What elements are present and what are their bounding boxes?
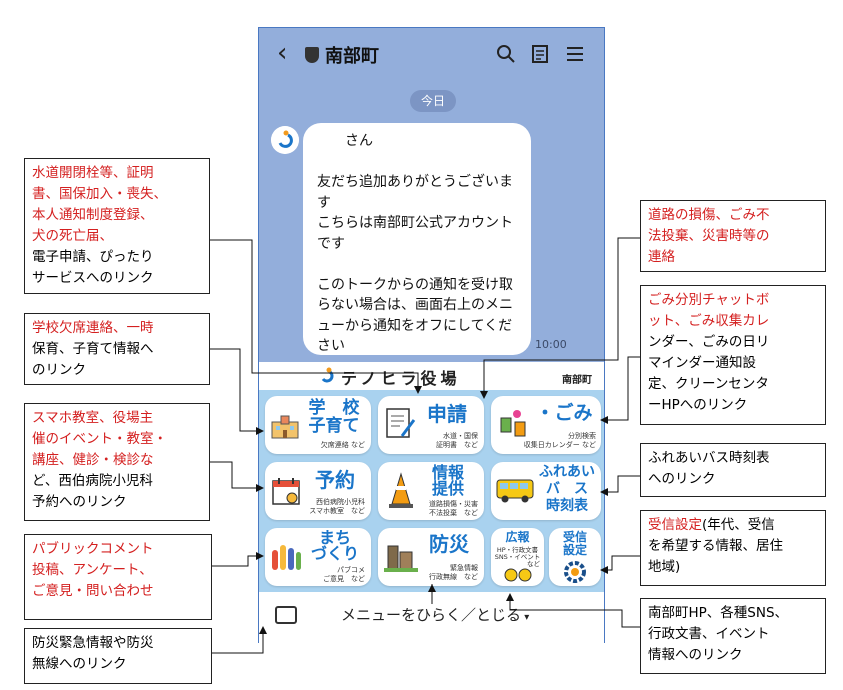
tile-community-sub1: パブコメ [337, 566, 365, 574]
bus-icon [496, 479, 534, 503]
tile-school-title1: 学 校 [308, 398, 360, 418]
chat-title-group: 南部町 [305, 42, 379, 68]
tile-community-sub2: ご意見 など [323, 575, 365, 583]
menu-tile-notification-settings[interactable]: 受信 設定 [549, 528, 601, 586]
account-avatar-icon[interactable] [271, 126, 299, 154]
note-reservation: スマホ教室、役場主催のイベント・教室・講座、健診・検診な ど、西伯病院小児科予約… [24, 403, 210, 521]
chat-title: 南部町 [325, 46, 379, 67]
date-pill: 今日 [410, 90, 456, 112]
menu-tile-community[interactable]: まち づくり パブコメ ご意見 など [265, 528, 371, 586]
message-time: 10:00 [535, 338, 567, 351]
tile-community-title1: まち [318, 528, 351, 547]
gear-icon [564, 561, 586, 583]
rich-menu-grid: 学 校 子育て 欠席連絡 など 申請 水道・国保 証明書 など ・ごみ 分別検索… [259, 390, 604, 592]
note-settings: 受信設定(年代、受信 を希望する情報、居住地域) [640, 510, 826, 586]
note-garbage: ごみ分別チャットボット、ごみ収集カレ ンダー、ごみの日リマインダー通知設定、クリ… [640, 285, 826, 425]
tile-bus-title2: バ ス [546, 481, 588, 497]
hamburger-menu-icon[interactable] [565, 44, 585, 64]
keyboard-icon[interactable] [275, 606, 297, 624]
note-pr: 南部町HP、各種SNS、行政文書、イベント情報へのリンク [640, 598, 826, 674]
traffic-cone-icon [389, 472, 413, 508]
chat-header: ‹ 南部町 [259, 28, 604, 82]
menu-tile-garbage[interactable]: ・ごみ 分別検索 収集日カレンダー など [491, 396, 601, 454]
tile-garbage-title: ・ごみ [535, 402, 593, 424]
tile-pr-sub1: HP・行政文書 [496, 546, 539, 554]
tile-school-sub: 欠席連絡 など [320, 441, 365, 449]
menu-tile-pr[interactable]: 広報 HP・行政文書 SNS・イベント など [491, 528, 544, 586]
tile-application-sub1: 水道・国保 [443, 432, 478, 440]
tile-bus-title1: ふれあい [539, 464, 595, 480]
tile-disaster-sub1: 緊急情報 [450, 564, 478, 572]
tile-settings-title1: 受信 [562, 530, 587, 544]
tile-settings-title2: 設定 [562, 543, 587, 557]
message-text: さん 友だち追加ありがとうございます こちらは南部町公式アカウントです このトー… [317, 133, 513, 354]
tile-application-title: 申請 [427, 402, 467, 426]
disaster-building-icon [384, 545, 418, 572]
notes-icon[interactable] [531, 44, 549, 64]
note-bus: ふれあいバス時刻表へのリンク [640, 443, 826, 497]
note-school: 学校欠席連絡、一時保育、子育て情報へのリンク [24, 313, 210, 385]
tile-pr-title: 広報 [505, 530, 530, 544]
note-application: 水道開閉栓等、証明書、国保加入・喪失、本人通知制度登録、犬の死亡届、 電子申請、… [24, 158, 210, 294]
document-pen-icon [386, 408, 416, 438]
calendar-icon [272, 478, 300, 505]
rich-menu-header: テノヒラ役場 南部町 [259, 362, 604, 390]
rich-menu-toggle-label[interactable]: メニューをひらく／とじる ▾ [341, 606, 530, 624]
official-shield-icon [305, 47, 319, 63]
tile-report-title1: 情報 [431, 463, 464, 482]
search-icon[interactable] [496, 44, 516, 64]
tile-report-sub1: 道路損傷・災害 [429, 500, 478, 508]
menu-tile-bus[interactable]: ふれあい バ ス 時刻表 [491, 462, 601, 520]
school-building-icon [271, 415, 299, 439]
line-chat-screen: ‹ 南部町 今日 さん 友だち追加ありがとうございます こちらは南部町公式アカウ… [258, 27, 605, 644]
tile-community-title2: づくり [310, 544, 359, 563]
menu-tile-report[interactable]: 情報 提供 道路損傷・災害 不法投棄 など [378, 462, 484, 520]
rich-menu-brand: テノヒラ役場 [341, 369, 461, 388]
tile-pr-sub2: SNS・イベント [494, 553, 541, 561]
tile-pr-sub3: など [527, 560, 540, 568]
tile-garbage-sub1: 分別検索 [568, 432, 596, 440]
tile-application-sub2: 証明書 など [436, 441, 478, 449]
tile-disaster-sub2: 行政無線 など [429, 573, 478, 581]
tile-reservation-sub2: スマホ教室 など [309, 507, 365, 515]
tile-bus-title3: 時刻表 [546, 498, 588, 514]
recycle-bins-icon [500, 410, 526, 437]
tile-garbage-sub2: 収集日カレンダー など [523, 441, 596, 449]
tile-report-sub2: 不法投棄 など [429, 509, 478, 517]
tile-school-title2: 子育て [308, 416, 360, 436]
note-disaster: 防災緊急情報や防災無線へのリンク [24, 628, 212, 684]
tile-reservation-title: 予約 [315, 468, 355, 492]
rich-menu-toggle-bar[interactable]: メニューをひらく／とじる ▾ [259, 592, 604, 644]
tile-reservation-sub1: 西伯病院小児科 [316, 498, 365, 506]
raised-hands-icon [272, 545, 301, 570]
medal-icon [504, 568, 532, 582]
tile-report-title2: 提供 [431, 479, 464, 498]
message-bubble: さん 友だち追加ありがとうございます こちらは南部町公式アカウントです このトー… [303, 123, 531, 355]
back-arrow-icon[interactable]: ‹ [277, 38, 288, 68]
note-report: 道路の損傷、ごみ不法投棄、災害時等の連絡 [640, 200, 826, 272]
menu-tile-reservation[interactable]: 予約 西伯病院小児科 スマホ教室 など [265, 462, 371, 520]
menu-tile-school[interactable]: 学 校 子育て 欠席連絡 など [265, 396, 371, 454]
menu-tile-disaster[interactable]: 防災 緊急情報 行政無線 など [378, 528, 484, 586]
rich-menu-town: 南部町 [562, 375, 592, 386]
menu-tile-application[interactable]: 申請 水道・国保 証明書 など [378, 396, 484, 454]
tile-disaster-title: 防災 [429, 532, 469, 556]
rich-menu: テノヒラ役場 南部町 学 校 子育て 欠席連絡 など 申請 水道・国保 証明書 … [259, 362, 604, 592]
tenohira-logo-icon [321, 367, 334, 383]
note-community: パブリックコメント投稿、アンケート、ご意見・問い合わせ [24, 534, 212, 620]
